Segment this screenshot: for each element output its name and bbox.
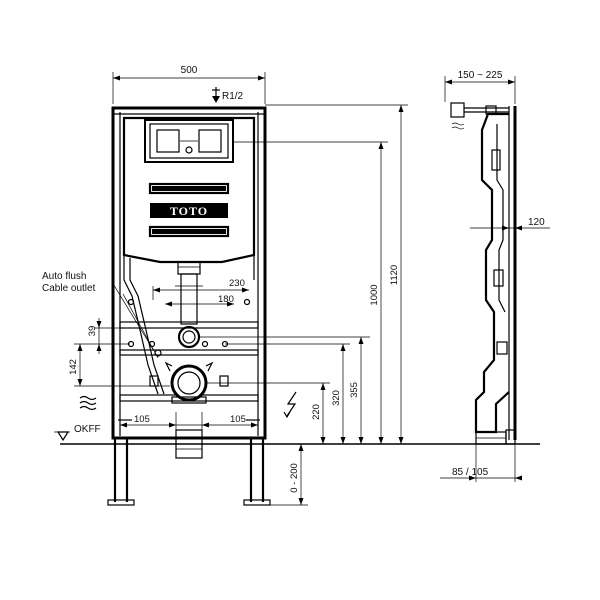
dim-230 <box>152 286 249 300</box>
dim-depth-label: 150 ~ 225 <box>458 70 503 81</box>
dim-width-500 <box>112 72 266 104</box>
auto-flush-leaders <box>111 281 159 359</box>
dim-foot-label: 85 / 105 <box>452 467 489 478</box>
dim-height-220 <box>206 382 330 444</box>
flush-pipe <box>175 261 203 325</box>
toto-logo: TOTO <box>170 204 208 218</box>
dim-height-355-label: 355 <box>349 382 360 398</box>
dim-height-220-label: 220 <box>311 404 322 420</box>
dim-180 <box>165 301 234 307</box>
dim-230-label: 230 <box>229 278 245 289</box>
okff-marker <box>54 431 70 442</box>
dim-height-1000-label: 1000 <box>369 284 380 305</box>
cistern: TOTO <box>122 116 256 264</box>
dim-39-label: 39 <box>87 326 98 337</box>
dim-105-right-label: 105 <box>230 414 246 425</box>
dim-height-355 <box>199 336 370 444</box>
dim-142-label: 142 <box>68 359 79 375</box>
dim-width-500-label: 500 <box>181 65 198 76</box>
dim-120 <box>470 225 550 231</box>
dim-height-1120 <box>265 104 408 444</box>
toto-logo-badge <box>150 203 228 218</box>
dim-39 <box>94 318 130 354</box>
waste-water-icon <box>79 395 97 411</box>
dim-height-320 <box>225 343 350 444</box>
dim-120-label: 120 <box>528 217 545 228</box>
cable-outlet-label: Cable outlet <box>42 283 96 294</box>
dim-foot <box>440 444 522 482</box>
dim-floor-range-label: 0 - 200 <box>289 463 300 493</box>
side-frame <box>450 102 517 445</box>
water-inlet-arrow <box>212 87 220 103</box>
dim-105 <box>120 412 258 430</box>
electric-icon <box>286 391 297 417</box>
flush-inlet <box>177 325 201 349</box>
auto-flush-label: Auto flush <box>42 271 86 282</box>
okff-label: OKFF <box>74 424 101 435</box>
dim-height-320-label: 320 <box>331 390 342 406</box>
dim-floor-range <box>270 444 308 506</box>
dim-105-left-label: 105 <box>134 414 150 425</box>
dim-depth <box>444 76 516 104</box>
dim-height-1000 <box>233 141 388 444</box>
front-frame <box>107 106 271 506</box>
dim-height-1120-label: 1120 <box>389 265 400 285</box>
dim-180-label: 180 <box>218 294 234 305</box>
dim-142 <box>74 343 170 387</box>
water-inlet-label: R1/2 <box>222 91 244 102</box>
